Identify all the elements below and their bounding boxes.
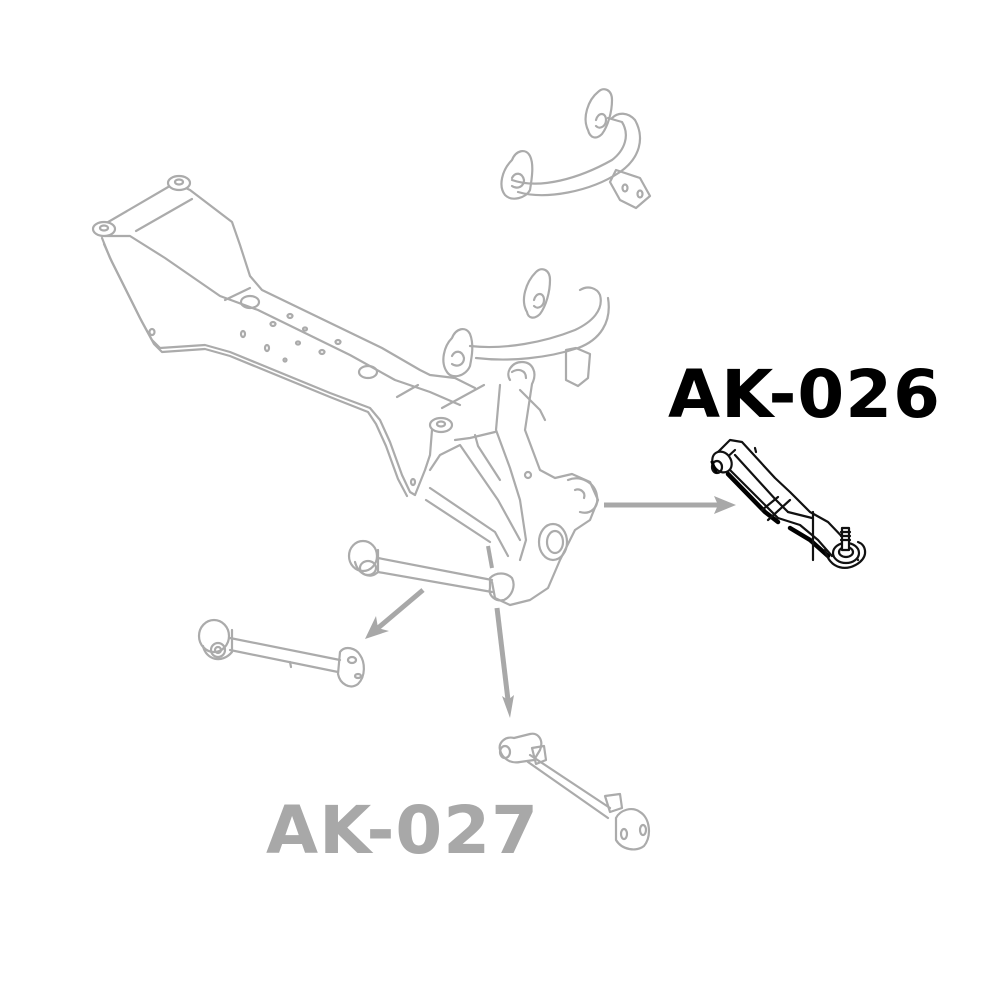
- arrow-to-lateral-link: [365, 588, 425, 639]
- ak-026-arm: [710, 438, 867, 569]
- knuckle: [428, 360, 600, 607]
- upper-arm-exploded: [500, 88, 652, 210]
- subframe-crossmember: [91, 174, 486, 498]
- part-label-ak-027: AK-027: [266, 792, 540, 869]
- arrow-to-ak026: [604, 496, 736, 514]
- arrow-from-knuckle-top: [486, 545, 494, 569]
- lateral-link-installed: [347, 486, 510, 594]
- arrow-to-toe-link: [494, 607, 514, 718]
- lateral-link-exploded: [197, 618, 365, 688]
- upper-arm-installed: [442, 268, 610, 388]
- toe-link-exploded: [498, 732, 650, 851]
- part-label-ak-026: AK-026: [668, 356, 942, 433]
